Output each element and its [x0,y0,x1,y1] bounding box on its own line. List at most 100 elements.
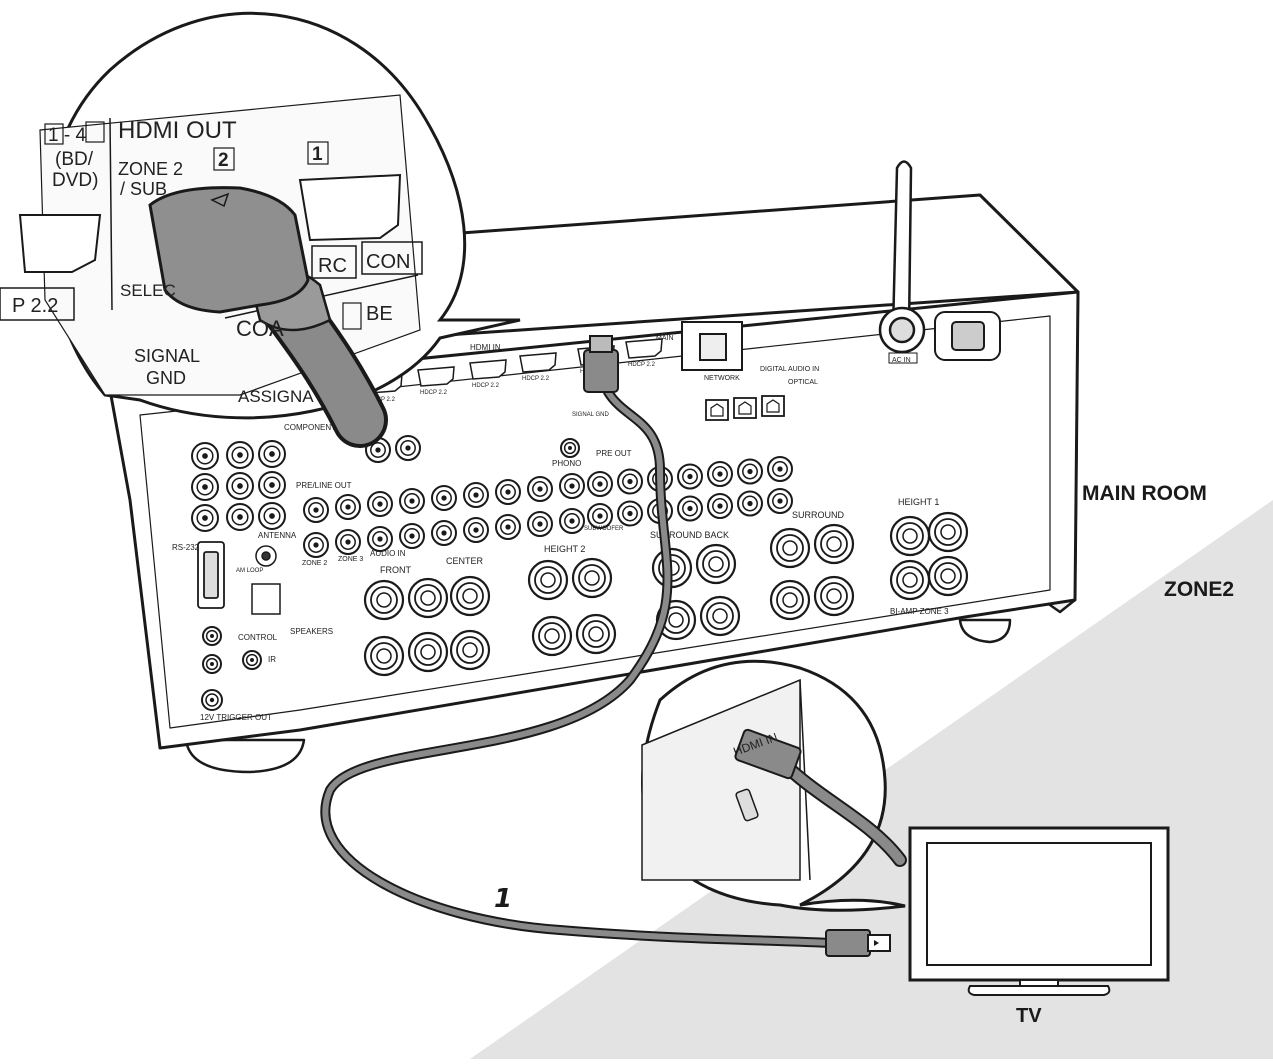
rca-jack-pin [747,468,753,475]
rca-jack-pin [269,451,275,457]
zoom-port-2-label: 2 [218,150,229,171]
speaker-terminal-hole [940,524,956,540]
rca-jack-pin [313,542,319,548]
rca-jack-pin [537,486,543,492]
rca-jack-pin [441,530,447,536]
rs232c-label: RS-232C [172,543,205,552]
component-video-label: COMPONENT VIDEO [284,423,363,432]
speaker-terminal-hole [712,608,728,624]
speaker-terminal-hole [940,568,956,584]
rca-jack-pin [777,466,783,472]
rca-jack-pin [687,505,693,512]
speaker-terminal-hole [376,648,392,664]
rca-jack-pin [313,507,319,513]
zoom-rc-label: RC [318,255,347,277]
speaker-terminal-grid [363,511,969,677]
hdmi-cable-core [322,389,833,946]
antenna-base-inner [888,316,916,344]
rca-jack-pin [237,452,243,458]
front-label: FRONT [380,565,411,575]
zoom-bd-dvd-1: (BD/ [55,149,94,170]
speaker-terminal-hole [376,592,392,608]
rca-jack-pin [569,483,575,489]
height1-label: HEIGHT 1 [898,497,939,507]
speaker-terminal-hole [782,540,798,556]
zoom-hdcp-box [0,287,75,321]
tv-callout-plug [734,728,802,780]
hdmi-port [519,352,557,373]
zone2-label: ZONE2 [1164,578,1235,601]
signal-gnd-label: SIGNAL GND [572,412,609,418]
pre-line-out-label: PRE/LINE OUT [296,481,352,490]
hdmi-port [469,359,507,380]
zoom-bd-box [342,302,362,330]
rca-jack-pin [209,697,215,703]
trigger-label: 12V TRIGGER OUT [200,713,272,722]
height2-label: HEIGHT 2 [544,544,585,554]
rca-jack-pin [473,527,479,533]
zoom-callout: HDMI OUT 1 - 4 (BD/ DVD) ZONE 2 / SUB 2 … [0,11,521,448]
rca-jack-pin [377,501,383,507]
zoom-assign-label: ASSIGNA [238,387,314,406]
zoom-bd-dvd-2: DVD) [52,170,98,191]
rs232c-port [197,541,225,609]
rca-jack-pin [409,533,415,539]
hdcp-label: HDCP 2.2 [522,376,550,382]
hdmi-plug-receiver-tip [589,335,613,353]
speaker-terminal-hole [540,572,556,588]
hdcp-label: HDCP 2.2 [368,397,396,403]
antenna-label: ANTENNA [258,531,297,540]
network-port: NETWORK [681,321,743,382]
hdmi-plug-tv-body [825,929,871,957]
rca-jack-pin [237,483,243,489]
speaker-terminal-hole [462,588,478,604]
zoom-bd-short-label: BE [366,303,393,325]
rca-jack-pin [269,482,275,488]
rca-jack-pin [210,662,214,666]
ir-label: IR [268,655,276,664]
wifi-antenna [878,160,926,354]
rca-jack-pin [627,478,633,485]
rca-jack-pin [345,539,351,545]
hdmi-plug-receiver [583,335,619,393]
hdcp-label: HDCP 2.2 [420,390,448,396]
speaker-terminal-hole [588,626,604,642]
rca-jack-pin [375,447,381,453]
rca-jack-pin [250,658,254,662]
receiver-foot-right [958,618,1012,644]
zoom-rc-box [311,245,357,279]
rca-jack-pin [409,498,415,504]
tv-hdmi-callout: HDMI IN [641,659,907,912]
rca-jack-pin [269,513,275,519]
rca-jack-pin [377,536,383,542]
zoom-hdmi-port-bd [18,214,102,273]
tv-callout-port-2 [735,788,759,822]
network-port-socket [699,333,727,361]
pre-out-label: PRE OUT [596,449,632,458]
rca-jack-pin [568,446,572,450]
zoom-range-box-1 [44,123,64,145]
speaker-terminal-hole [826,536,842,552]
phono-label: PHONO [552,459,581,468]
optical-port-shape [766,399,780,413]
ac-inlet: AC IN [888,311,1001,364]
speaker-terminal-hole [902,572,918,588]
bi-amp-label: BI-AMP ZONE 3 [890,607,949,616]
rca-jack-pin [597,513,603,519]
tv-label: TV [1016,1005,1042,1027]
audio-in-label: AUDIO IN [370,549,406,558]
zoom-sub-label: / SUB [120,179,167,199]
zone2-out-label: ZONE 2 [302,560,327,567]
rca-jack-pin [627,510,633,517]
am-loop-label: AM LOOP [236,568,263,574]
zoom-hdmi-out-label: HDMI OUT [118,117,237,144]
tv-callout-panel [641,678,801,881]
rca-jack-pin [569,518,575,524]
optical-label: OPTICAL [788,379,818,386]
speaker-terminal-hole [782,592,798,608]
rca-jack-grid [191,435,793,711]
receiver-foot-left [184,738,306,774]
zoom-hdmi-port-main [298,173,402,242]
rca-jack-pin [777,498,783,504]
